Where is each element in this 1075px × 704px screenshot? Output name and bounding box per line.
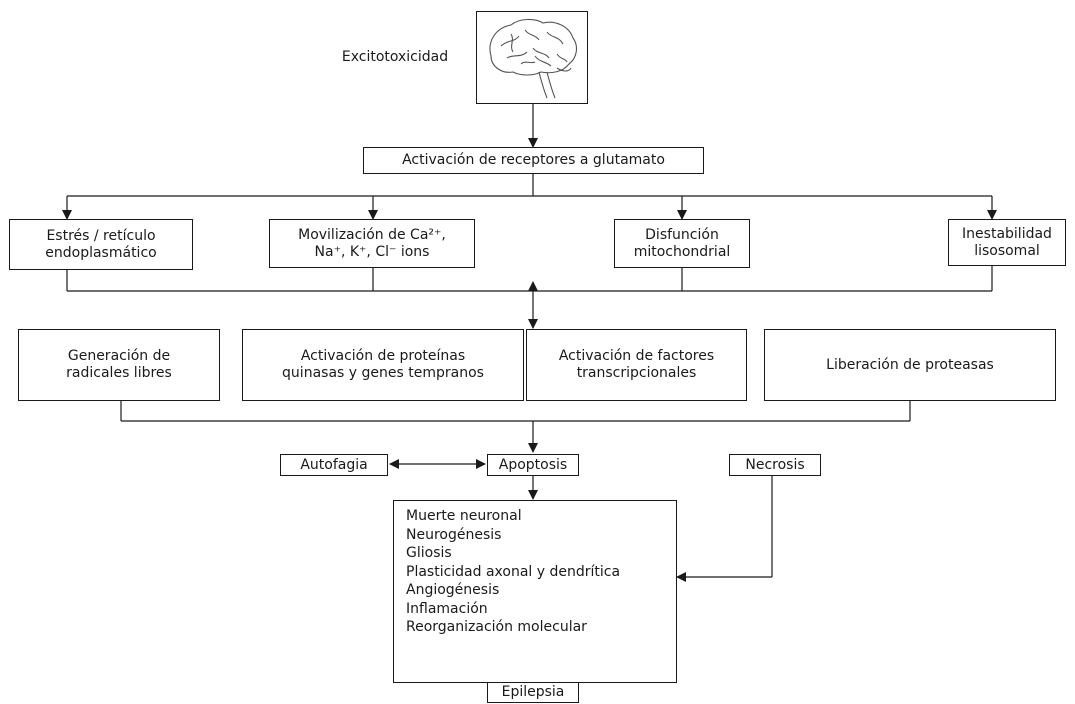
outcomes-box: Muerte neuronal Neurogénesis Gliosis Pla… xyxy=(393,500,677,683)
radicals-box: Generación de radicales libres xyxy=(18,329,220,401)
factors-box: Activación de factores transcripcionales xyxy=(526,329,747,401)
necrosis-box: Necrosis xyxy=(729,454,821,476)
brain-icon xyxy=(476,11,588,104)
kinases-box: Activación de proteínas quinasas y genes… xyxy=(242,329,524,401)
outcome-item: Reorganización molecular xyxy=(406,619,587,635)
dysfunction-box: Disfunción mitochondrial xyxy=(614,219,750,268)
outcome-item: Gliosis xyxy=(406,545,452,561)
proteases-box: Liberación de proteasas xyxy=(764,329,1056,401)
outcome-item: Inflamación xyxy=(406,600,488,617)
stress-box: Estrés / retículo endoplasmático xyxy=(9,219,193,270)
mobilization-box: Movilización de Ca²⁺, Na⁺, K⁺, Cl⁻ ions xyxy=(269,219,475,268)
activation-box: Activación de receptores a glutamato xyxy=(363,147,704,174)
apoptosis-box: Apoptosis xyxy=(487,454,579,476)
outcome-item: Plasticidad axonal y dendrítica xyxy=(406,563,621,580)
outcome-item: Angiogénesis xyxy=(406,582,500,598)
outcome-item: Muerte neuronal xyxy=(406,508,522,524)
excitotoxicity-label: Excitotoxicidad xyxy=(341,48,449,65)
epilepsy-box: Epilepsia xyxy=(487,682,579,703)
outcome-item: Neurogénesis xyxy=(406,526,502,543)
autophagy-box: Autofagia xyxy=(280,454,388,476)
instability-box: Inestabilidad lisosomal xyxy=(948,219,1066,266)
